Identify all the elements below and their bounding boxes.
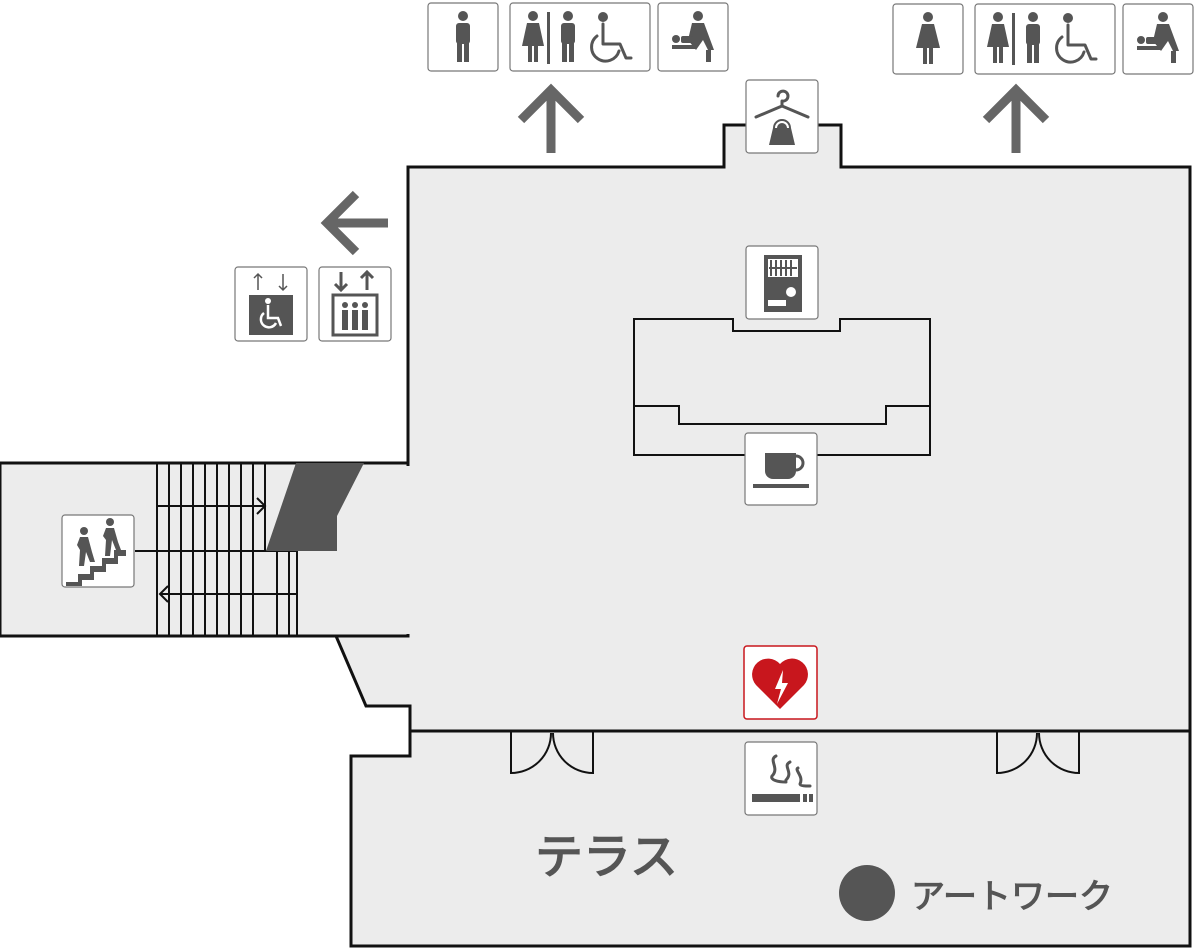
- staircase: [135, 463, 364, 636]
- aed-icon: [743, 645, 818, 720]
- multipurpose-restroom-icon: [509, 2, 651, 72]
- stair-landing-void: [266, 463, 364, 551]
- terrace: [349, 729, 1192, 948]
- stairs-icon: [61, 514, 135, 588]
- artwork-marker: [839, 865, 895, 921]
- artwork-label: アートワーク: [911, 877, 1113, 917]
- terrace-label: テラス: [535, 829, 678, 885]
- cafe-icon: [744, 432, 818, 506]
- corridor-joint: [400, 466, 414, 634]
- baby-changing-icon: [1122, 3, 1194, 75]
- door-left: [510, 731, 594, 775]
- female-restroom-icon: [892, 3, 964, 75]
- multipurpose-restroom-icon: [974, 3, 1116, 75]
- arrow-left: [320, 190, 388, 256]
- accessible-elevator-icon: [234, 266, 308, 342]
- male-restroom-icon: [427, 2, 499, 72]
- vending-machine-icon: [745, 245, 819, 320]
- door-right: [996, 731, 1080, 775]
- cloakroom-icon: [745, 79, 819, 154]
- arrow-up-right: [982, 83, 1050, 153]
- baby-changing-icon: [657, 2, 729, 72]
- main-hall: [333, 123, 1192, 733]
- arrow-up-left: [517, 83, 585, 153]
- central-room: [633, 318, 931, 456]
- smoking-area-icon: [744, 741, 818, 816]
- elevator-icon: [318, 266, 392, 342]
